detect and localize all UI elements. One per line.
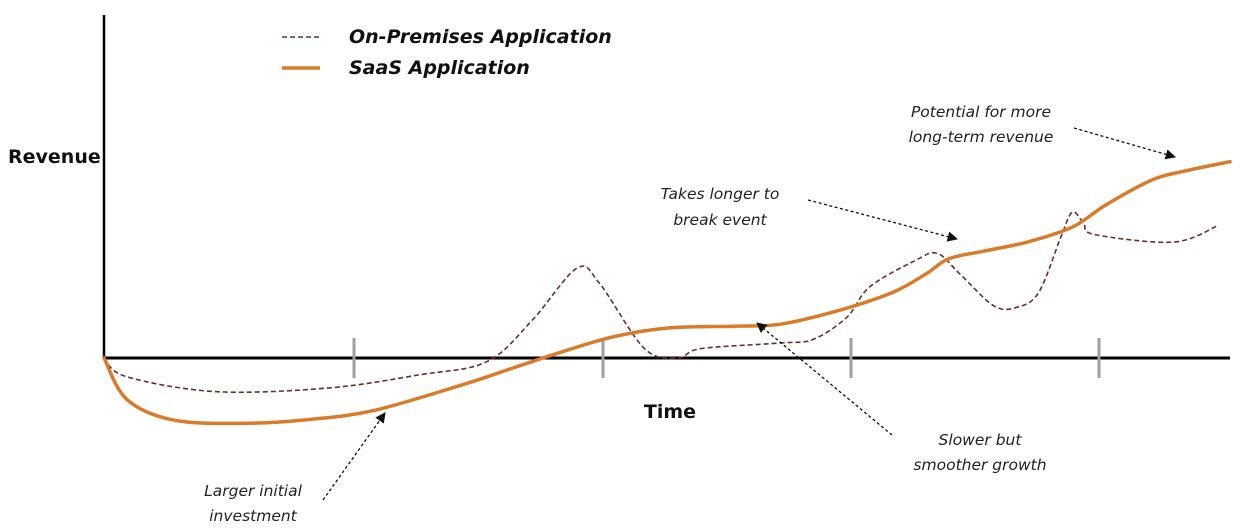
annotation-larger-initial-investment: Larger initial investment [204,412,386,525]
annotation-text: break event [673,211,767,229]
annotation-arrow [756,322,893,436]
annotation-arrow [807,199,959,242]
annotation-slower-smoother-growth: Slower but smoother growth [756,322,1047,474]
annotation-text: investment [209,507,297,525]
y-axis-label: Revenue [8,146,101,168]
annotation-potential-long-term-revenue: Potential for more long-term revenue [909,103,1176,160]
annotation-text: Slower but [939,431,1023,449]
series-line-on-premises [103,211,1220,394]
x-axis-label: Time [644,401,696,423]
legend-label-saas: SaaS Application [349,57,530,79]
annotation-text: smoother growth [913,456,1046,474]
annotation-text: Takes longer to [661,185,780,203]
annotation-text: Larger initial [204,482,302,500]
annotation-text: long-term revenue [909,128,1054,146]
annotation-takes-longer-break-even: Takes longer to break event [661,185,959,242]
annotation-arrow [322,412,386,501]
annotation-arrow [1073,127,1176,160]
series-line-saas [102,159,1232,426]
legend-label-on-premises: On-Premises Application [349,26,612,48]
legend: On-Premises Application SaaS Application [282,26,612,79]
annotation-text: Potential for more [911,103,1051,121]
